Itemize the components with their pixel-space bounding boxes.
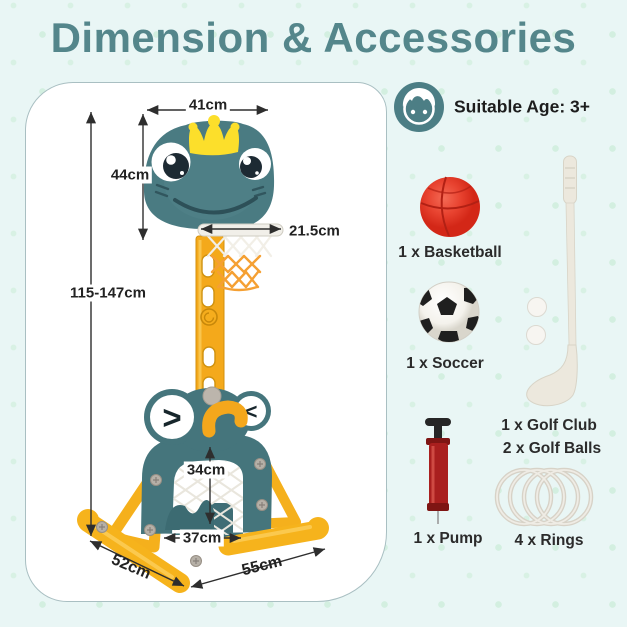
- dim-adjustable-height: 115-147cm: [67, 284, 149, 302]
- dim-line-base-depth: [89, 540, 185, 587]
- rings-image: [494, 467, 594, 527]
- dim-line-base-width: [190, 547, 326, 589]
- golf-club-image: [526, 155, 578, 407]
- frog-head-backboard: [143, 115, 275, 229]
- frog-stand-graphic: > <: [77, 104, 329, 593]
- dim-rim-diameter: 21.5cm: [289, 222, 340, 240]
- basketball-label: 1 x Basketball: [398, 244, 502, 261]
- base-right-eye-glyph: <: [245, 399, 258, 424]
- suitable-age-label: Suitable Age: 3+: [454, 96, 590, 117]
- dim-goal-height: 34cm: [183, 461, 229, 479]
- golf-club-label: 1 x Golf Club: [501, 417, 597, 434]
- hoop-rim: [197, 223, 284, 237]
- rings-label: 4 x Rings: [514, 532, 584, 549]
- crown-icon: [188, 115, 240, 156]
- soccer-ball-image: [418, 281, 480, 343]
- dim-backboard-width: 41cm: [185, 96, 231, 114]
- pump-label: 1 x Pump: [413, 530, 483, 547]
- hoop-net: [206, 234, 273, 292]
- kid-face-icon: [394, 82, 444, 132]
- golf-balls-label: 2 x Golf Balls: [502, 440, 602, 457]
- golf-balls-image: [526, 297, 547, 345]
- dim-backboard-height: 44cm: [107, 166, 153, 184]
- basketball-image: [420, 176, 480, 237]
- dimension-lines: [85, 104, 326, 589]
- soccer-label: 1 x Soccer: [406, 355, 484, 372]
- pole: [195, 235, 225, 407]
- pump-image: [425, 418, 451, 524]
- base-left-eye-glyph: >: [162, 399, 181, 436]
- dim-goal-width: 37cm: [179, 529, 225, 547]
- page-title: Dimension & Accessories: [50, 14, 577, 61]
